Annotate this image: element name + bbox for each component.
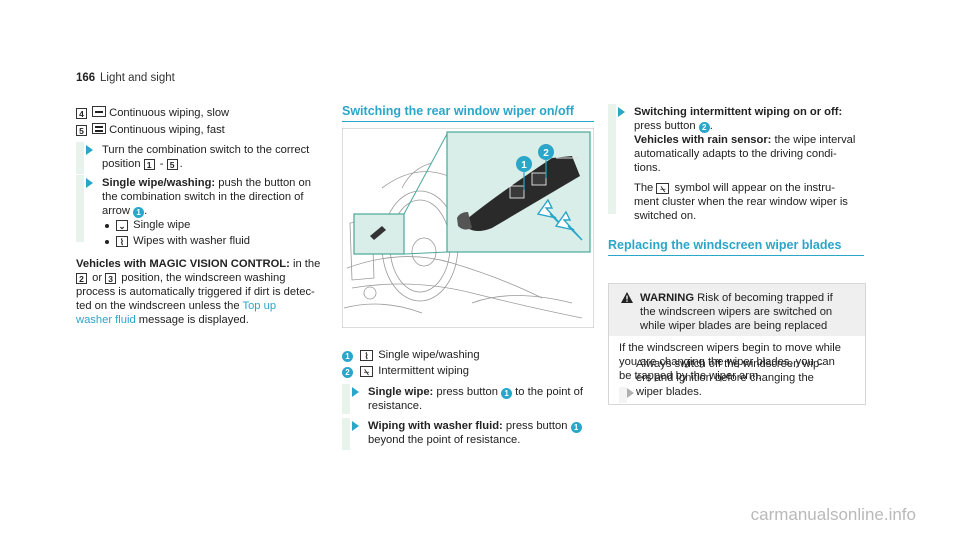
warning-header: [609, 284, 865, 336]
step-bar: [342, 418, 350, 450]
step-bar: [76, 175, 84, 242]
key-3: 3: [105, 273, 117, 284]
step-bar: [76, 142, 84, 174]
watermark: carmanualsonline.info: [750, 505, 916, 524]
vehicles-magic-vision: Vehicles with MAGIC VISION CONTROL: in t…: [76, 258, 321, 326]
key-1: 1: [143, 159, 155, 170]
single-wipe-washing-icon: ⌇: [360, 350, 374, 361]
step-turn-switch: Turn the combination switch to the corre…: [102, 144, 310, 170]
step-bar: [342, 384, 350, 414]
item-continuous-fast: 5 Continuous wiping, fast: [76, 123, 225, 137]
warning-title: WARNING Risk of becoming trapped if the …: [640, 292, 833, 332]
sub-single-wipe: ⌄ Single wipe: [116, 218, 190, 232]
step-rear-washer: Wiping with washer fluid: press button 1…: [368, 419, 582, 447]
warning-action: Always switch off the windscreen wip- er…: [636, 358, 823, 398]
step-arrow-icon: [352, 421, 359, 431]
step-intermittent: Switching intermittent wiping on or off:…: [634, 106, 856, 222]
legend-num-1: 1: [342, 351, 353, 362]
intermittent-wipe-icon: ⍀: [360, 366, 374, 377]
step-bar: [608, 104, 616, 214]
heading-rule: [608, 255, 864, 256]
section-heading-replace-blades: Replacing the windscreen wiper blades: [608, 238, 842, 252]
key-4: 4: [76, 108, 87, 119]
figure-illustration: 1 2: [341, 127, 595, 329]
wipe-slow-icon: [92, 106, 107, 117]
legend-num-2: 2: [342, 367, 353, 378]
bullet: [105, 224, 109, 228]
legend-1: 1 ⌇ Single wipe/washing: [342, 348, 480, 362]
section-heading-rear-wiper: Switching the rear window wiper on/off: [342, 104, 574, 118]
item-continuous-slow: 4 Continuous wiping, slow: [76, 106, 229, 120]
step-arrow-icon: [627, 388, 634, 398]
bullet: [105, 240, 109, 244]
link-washer-fluid[interactable]: washer fluid: [76, 314, 136, 326]
callout-1: 1: [501, 388, 513, 399]
step-arrow-icon: [86, 178, 93, 188]
step-rear-single-wipe: Single wipe: press button 1 to the point…: [368, 386, 583, 412]
sub-washer: ⌇ Wipes with washer fluid: [116, 234, 250, 248]
washer-icon: ⌇: [116, 236, 128, 247]
figure-callout-1: 1: [521, 160, 527, 171]
wipe-fast-icon: [92, 123, 107, 134]
callout-1: 1: [570, 422, 582, 433]
step-single-wipe: Single wipe/washing: push the button on …: [102, 177, 311, 218]
callout-1: 1: [133, 207, 145, 218]
legend-2: 2 ⍀ Intermittent wiping: [342, 364, 469, 378]
single-wipe-icon: ⌄: [116, 220, 128, 231]
section-title: Light and sight: [100, 72, 175, 84]
key-5: 5: [76, 125, 87, 136]
step-arrow-icon: [86, 145, 93, 155]
link-top-up[interactable]: Top up: [242, 300, 277, 312]
page-number: 166: [76, 72, 96, 84]
step-arrow-icon: [618, 107, 625, 117]
heading-rule: [342, 121, 594, 122]
key-2: 2: [76, 273, 87, 284]
step-bar: [619, 387, 627, 403]
warning-body: If the windscreen wipers begin to move w…: [619, 342, 841, 382]
warning-box: WARNING Risk of becoming trapped if the …: [608, 283, 866, 405]
key-5: 5: [166, 159, 178, 170]
figure-callout-2: 2: [543, 148, 549, 159]
warning-triangle-icon: [621, 292, 633, 303]
callout-2: 2: [698, 122, 710, 133]
figure-rear-wiper-switch: 1 2: [341, 127, 595, 329]
intermittent-wipe-icon: ⍀: [656, 183, 670, 194]
step-arrow-icon: [352, 387, 359, 397]
